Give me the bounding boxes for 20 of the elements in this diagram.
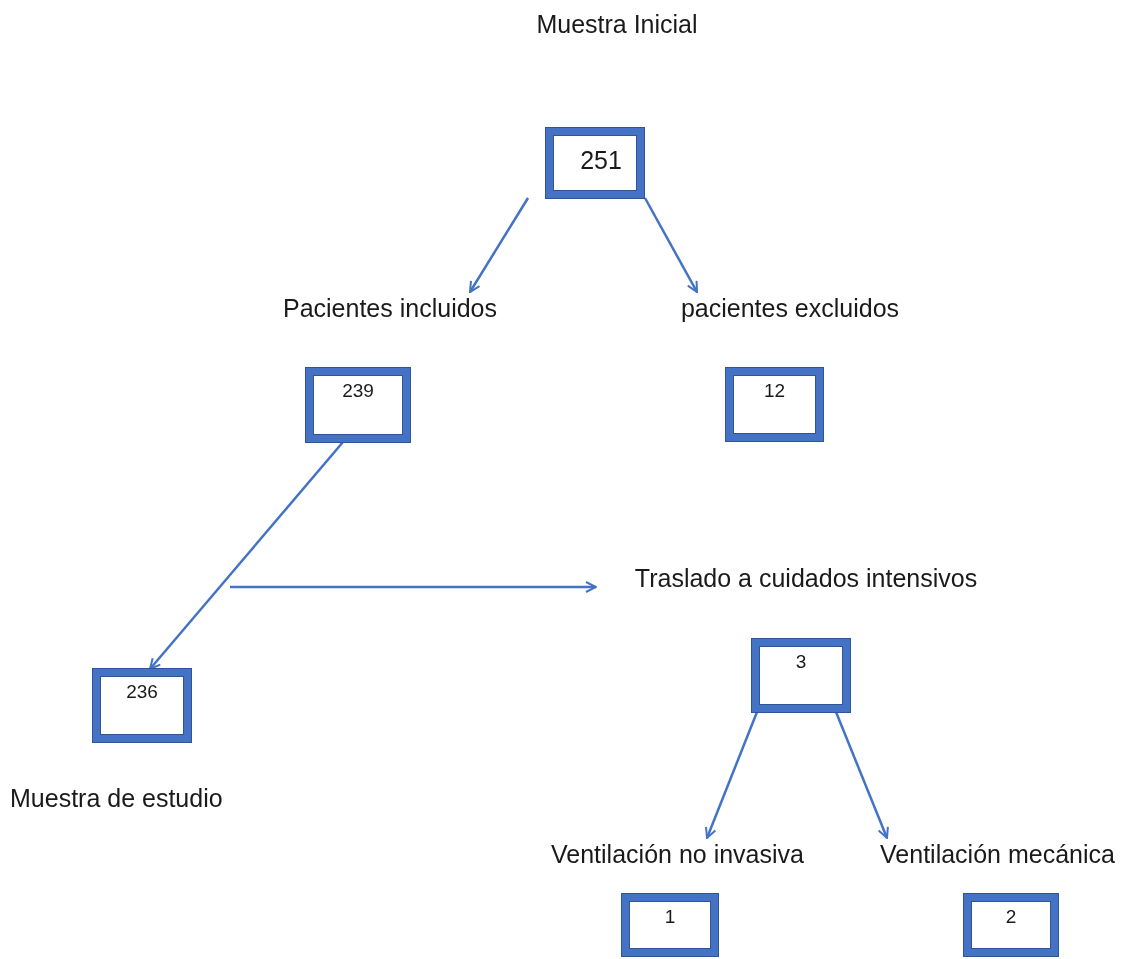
number-box: 1 [622, 894, 718, 956]
node-heading: Ventilación mecánica [879, 839, 1116, 870]
node-heading: pacientes excluidos [679, 293, 901, 324]
number-box: 3 [752, 639, 850, 712]
arrow [149, 441, 344, 670]
node-heading: Pacientes incluidos [282, 293, 498, 324]
number-box: 12 [726, 368, 823, 441]
arrow [468, 197, 530, 293]
number-box: 239 [306, 368, 410, 442]
arrow [834, 711, 889, 839]
node-heading: Muestra Inicial [535, 9, 699, 40]
arrow [643, 197, 699, 293]
arrow [705, 711, 759, 839]
arrow [230, 581, 597, 593]
number-box: 251 [546, 128, 644, 198]
node-heading: Traslado a cuidados intensivos [633, 563, 979, 594]
number-box: 236 [93, 669, 191, 742]
number-box: 2 [964, 894, 1058, 956]
node-caption: Muestra de estudio [10, 783, 223, 814]
node-heading: Ventilación no invasiva [550, 839, 805, 870]
